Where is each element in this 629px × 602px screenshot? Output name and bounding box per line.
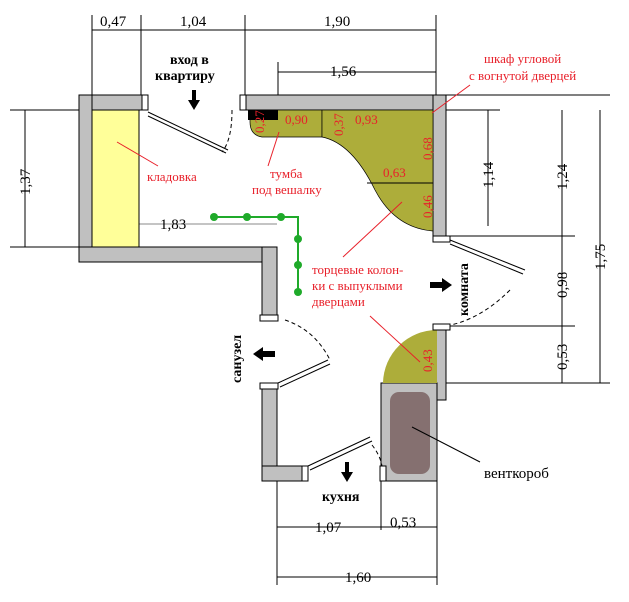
arrow-right-icon (430, 278, 452, 292)
size-063: 0,63 (383, 165, 406, 180)
dim-098: 0,98 (555, 272, 571, 298)
arrow-down-icon (188, 90, 200, 110)
dim-104: 1,04 (180, 14, 207, 30)
furniture-sizes: 0,27 0,90 0,37 0,93 0,68 0,63 0,46 0,43 (252, 110, 435, 372)
arrow-down-icon (341, 462, 353, 482)
dim-190: 1,90 (324, 14, 350, 30)
size-027: 0,27 (252, 110, 267, 133)
label-columns-2: ки с выпуклыми (312, 278, 403, 293)
dim-047: 0,47 (100, 14, 127, 30)
label-room: комната (457, 263, 472, 316)
dim-053-v: 0,53 (555, 344, 571, 370)
leader-lines (116, 84, 471, 363)
pantry-shelf (91, 109, 140, 248)
size-093: 0,93 (355, 112, 378, 127)
dim-114: 1,14 (481, 161, 497, 188)
label-kitchen: кухня (322, 490, 360, 505)
vent-leader (411, 426, 481, 463)
label-entrance-2: квартиру (155, 69, 215, 84)
label-wardrobe: шкаф угловой (484, 51, 561, 66)
label-columns: торцевые колон- (312, 262, 403, 277)
arrow-left-icon (253, 347, 275, 361)
dim-107: 1,07 (315, 520, 342, 536)
size-046: 0,46 (420, 195, 435, 218)
size-068: 0,68 (420, 137, 435, 160)
dim-183: 1,83 (160, 217, 186, 233)
dim-053-h: 0,53 (390, 515, 416, 531)
dim-160: 1,60 (345, 570, 371, 586)
label-vent: венткороб (484, 466, 549, 482)
end-column (383, 330, 437, 383)
label-entrance: вход в (170, 53, 209, 68)
label-tumba: тумба (270, 166, 303, 181)
label-wardrobe-2: с вогнутой дверцей (469, 68, 576, 83)
extension-lines (10, 15, 610, 585)
size-043: 0,43 (420, 349, 435, 372)
dimension-labels: 0,47 1,04 1,90 1,56 1,37 1,83 1,14 1,24 … (18, 14, 609, 586)
size-090: 0,90 (285, 112, 308, 127)
dim-124: 1,24 (555, 163, 571, 190)
label-pantry: кладовка (147, 169, 197, 184)
dim-137: 1,37 (18, 168, 34, 195)
label-tumba-2: под вешалку (252, 182, 322, 197)
black-block (248, 110, 278, 120)
arrows (188, 90, 452, 482)
cable-points (210, 213, 302, 296)
dim-156: 1,56 (330, 64, 357, 80)
corner-wardrobe (321, 109, 434, 232)
size-037: 0,37 (331, 113, 346, 136)
label-columns-3: дверцами (312, 294, 365, 309)
vent-duct (390, 392, 430, 474)
dim-175: 1,75 (593, 244, 609, 270)
doors (141, 94, 526, 482)
labels: вход в квартиру кладовка тумба под вешал… (147, 51, 576, 505)
label-bathroom: санузел (230, 335, 245, 383)
